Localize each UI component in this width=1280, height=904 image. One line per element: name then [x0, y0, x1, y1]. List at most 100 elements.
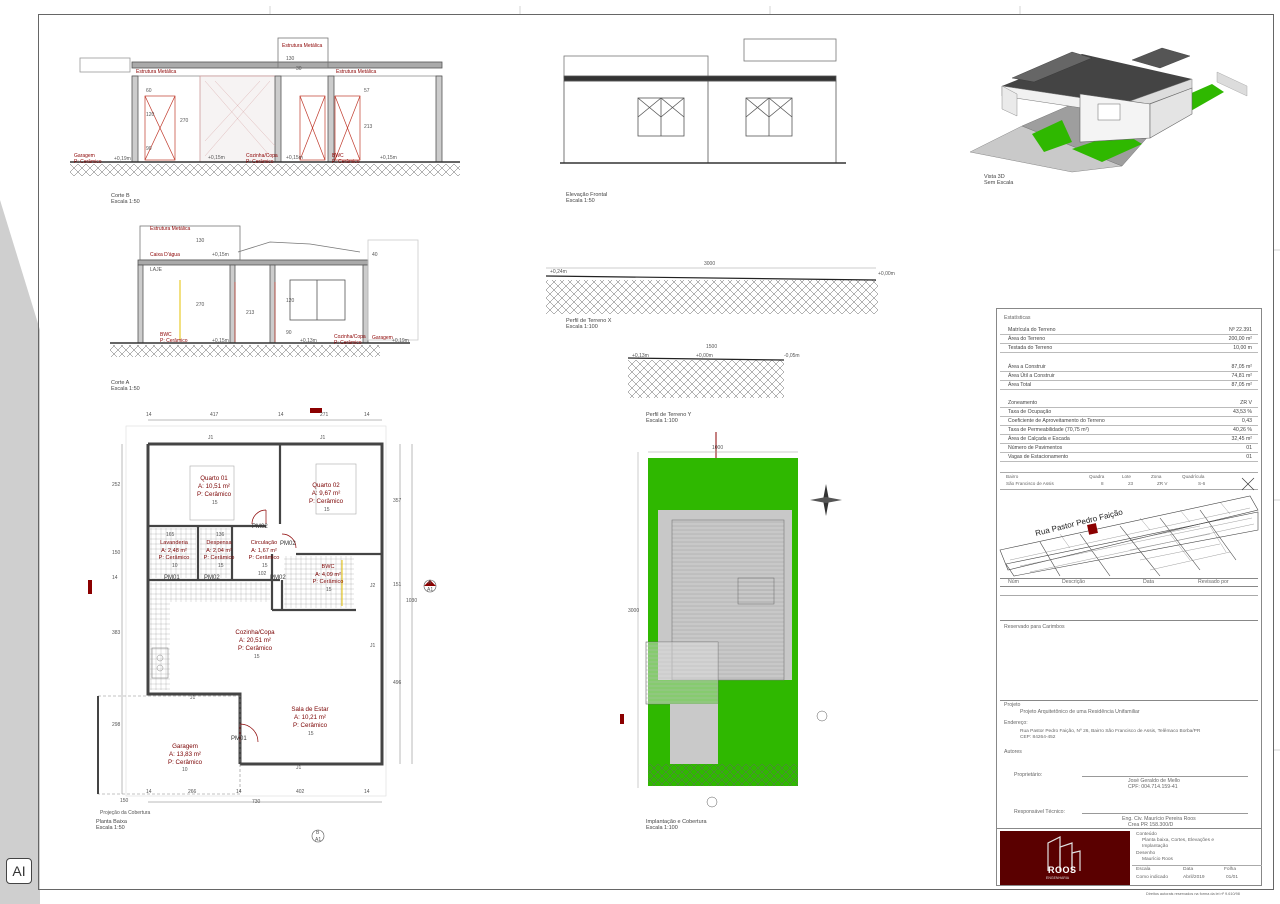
corte-b-dim-90: 90: [146, 146, 152, 152]
company-logo-box: ROOS ENGENHARIA: [1000, 831, 1130, 885]
company-logo-subtext: ENGENHARIA: [1046, 876, 1070, 880]
corte-b-level-3: +0,15m: [286, 155, 303, 161]
corte-b-level-2: +0,15m: [208, 155, 225, 161]
window-tag-1: J1: [208, 435, 214, 441]
dim-top-5: 14: [364, 412, 370, 418]
revision-header: [1000, 578, 1258, 587]
location-map: Rua Pastor Pedro Faição: [999, 477, 1259, 577]
room-quarto-02-code: 15: [324, 507, 330, 513]
perfil-y-level-2: +0,00m: [696, 353, 713, 359]
sheet-border: [38, 14, 1274, 890]
bairro-value: São Francisco de Assis: [1006, 481, 1054, 486]
endereco-line1: Rua Pastor Pedro Faição, Nº 26, Bairro S…: [1020, 729, 1201, 734]
dim-top-2: 417: [210, 412, 219, 418]
room-circulacao-floor: P: Cerâmico: [248, 555, 280, 561]
corte-a-estrutura: Estrutura Metálica: [150, 226, 191, 232]
room-despensa-floor: P: Cerâmico: [203, 555, 235, 561]
door-tag-3: PM01: [164, 575, 180, 581]
data-value: Abril/2019: [1183, 875, 1205, 880]
section-mark-b: B: [316, 830, 320, 836]
conteudo-line2: Implantação: [1142, 844, 1169, 849]
proprietario-name: José Geraldo de Mello: [1128, 778, 1180, 784]
corte-b-dim-213: 213: [364, 124, 373, 130]
responsavel-name: Eng. Civ. Maurício Pereira Roos: [1122, 816, 1196, 822]
window-tag-4: J1: [190, 695, 196, 701]
corte-b-title: Corte B: [111, 193, 130, 199]
corte-a-cozinha: Cozinha/Copa: [334, 334, 366, 340]
room-bwc-floor: P: Cerâmico: [312, 579, 344, 585]
quadricula-value: S-6: [1198, 481, 1206, 486]
room-sala-name: Sala de Estar: [291, 706, 329, 713]
perfil-y-title: Perfil de Terreno Y: [646, 412, 692, 418]
room-cozinha-name: Cozinha/Copa: [235, 629, 275, 636]
proprietario-sign-line: [1082, 776, 1248, 777]
corte-b-label-estrutura-2: Estrutura Metálica: [282, 43, 323, 49]
room-despensa-code: 15: [218, 563, 224, 569]
implantacao-dim-top: 1000: [712, 445, 724, 451]
corte-b-dim-270: 270: [180, 118, 189, 124]
quadricula-label: Quadrícula: [1182, 474, 1205, 479]
escala-label: Escala: [1136, 867, 1151, 872]
room-despensa-area: A: 2,04 m²: [206, 548, 232, 554]
projeto-label: Projeto: [1004, 702, 1021, 708]
corte-b-scale: Escala 1:50: [111, 199, 140, 205]
company-logo-text: ROOS: [1048, 865, 1077, 875]
room-quarto-01-area: A: 10,51 m²: [198, 483, 230, 490]
title-block-grid-line: [1132, 865, 1262, 866]
title-block-top-line: [996, 828, 1262, 829]
room-lavanderia-floor: P: Cerâmico: [158, 555, 190, 561]
room-quarto-02-name: Quarto 02: [312, 482, 340, 489]
quadra-value: 8: [1101, 481, 1104, 486]
room-quarto-02-area: A: 9,67 m²: [311, 490, 341, 497]
implantacao-scale: Escala 1:100: [646, 825, 678, 831]
dim-bottom-2: 14: [146, 789, 152, 795]
section-mark-a: A: [428, 580, 432, 586]
corte-b-label-estrutura-1: Estrutura Metálica: [136, 69, 177, 75]
window-tag-5: J1: [296, 765, 302, 771]
room-lavanderia-name: Lavanderia: [160, 540, 188, 546]
door-tag-6: PM01: [231, 736, 247, 742]
room-garagem-code: 10: [182, 767, 188, 773]
dim-interior-2: 136: [216, 532, 225, 538]
corte-a-bwc: BWC: [160, 332, 172, 338]
room-cozinha-area: A: 20,51 m²: [239, 637, 271, 644]
room-quarto-02-floor: P: Cerâmico: [308, 498, 344, 505]
corte-b-dim-60: 60: [146, 88, 152, 94]
stat-row: Taxa de Permeabilidade (70,75 m²)40,26 %: [1000, 426, 1258, 435]
vista-3d-title: Vista 3D: [984, 174, 1005, 180]
perfil-y-drawing: [627, 357, 785, 398]
room-quarto-01-floor: P: Cerâmico: [196, 491, 232, 498]
window-tag-3: J1: [370, 643, 376, 649]
implantacao-title: Implantação e Cobertura: [646, 819, 707, 825]
revision-num: Núm: [1008, 579, 1019, 585]
dim-interior-3: 102: [258, 571, 267, 577]
corte-a-dim-270: 270: [196, 302, 205, 308]
section-mark-a1: A1: [427, 587, 434, 593]
corte-a-level-4: +0,19m: [392, 338, 409, 344]
bairro-label: Bairro: [1006, 474, 1019, 479]
corte-b-level-1: +0,19m: [114, 156, 131, 162]
perfil-x-level-right: +0,00m: [878, 271, 895, 277]
room-sala-floor: P: Cerâmico: [292, 722, 328, 729]
corte-b-garagem-piso: P: Cerâmico: [74, 159, 102, 165]
dim-bottom-1: 150: [120, 798, 129, 804]
revision-desc: Descrição: [1062, 579, 1086, 585]
stamp-area-line: [1000, 620, 1258, 621]
corte-b-dim-130: 130: [286, 56, 295, 62]
escala-value: Como indicado: [1136, 875, 1168, 880]
folha-value: 01/01: [1226, 875, 1239, 880]
room-quarto-01-name: Quarto 01: [200, 475, 228, 482]
dim-bottom-4: 14: [236, 789, 242, 795]
lote-value: 23: [1128, 481, 1134, 486]
autores-label: Autores: [1004, 749, 1022, 755]
section-mark-b-sheet: A1: [315, 837, 322, 843]
perfil-y-level-1: +0,13m: [632, 353, 649, 359]
revision-row-line: [1000, 595, 1258, 596]
elevacao-frontal-drawing: [560, 38, 846, 164]
corte-b-cozinha: Cozinha/Copa: [246, 153, 278, 159]
responsavel-sign-line: [1082, 813, 1248, 814]
